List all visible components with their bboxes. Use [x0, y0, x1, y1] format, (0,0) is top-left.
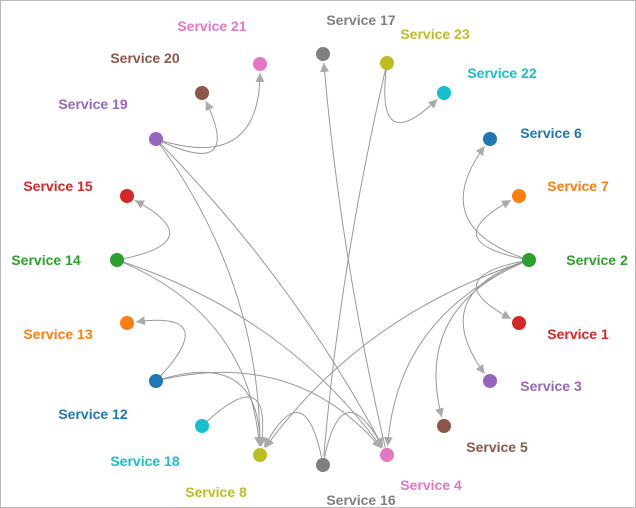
- edge-s2-s4: [383, 259, 530, 447]
- edge-s23-s16: [323, 62, 388, 457]
- node-label-s16: Service 16: [326, 492, 395, 507]
- node-s15[interactable]: [120, 189, 134, 203]
- edge-s2-s3: [462, 259, 530, 375]
- node-label-s4: Service 4: [400, 477, 462, 493]
- node-label-s14: Service 14: [11, 252, 80, 268]
- node-label-s13: Service 13: [23, 326, 92, 342]
- edge-s19-s4: [155, 138, 384, 448]
- node-s14[interactable]: [110, 253, 124, 267]
- edge-s2-s1: [475, 259, 530, 320]
- node-label-s2: Service 2: [566, 252, 628, 268]
- node-s3[interactable]: [483, 374, 497, 388]
- node-label-s6: Service 6: [520, 125, 582, 141]
- edge-s16-s8: [263, 412, 324, 466]
- edge-s2-s6: [462, 145, 530, 261]
- node-s2[interactable]: [522, 253, 536, 267]
- edge-s19-s21: [155, 72, 265, 148]
- edge-s12-s8: [155, 371, 265, 447]
- node-s21[interactable]: [253, 57, 267, 71]
- node-label-s21: Service 21: [177, 18, 246, 34]
- node-s20[interactable]: [195, 86, 209, 100]
- node-label-s12: Service 12: [58, 406, 127, 422]
- edge-s2-s7: [475, 199, 530, 261]
- edge-s19-s8: [155, 138, 265, 447]
- node-s4[interactable]: [380, 448, 394, 462]
- node-label-s17: Service 17: [326, 12, 395, 28]
- node-label-s22: Service 22: [467, 65, 536, 81]
- edge-s12-s4: [155, 371, 382, 449]
- edge-s14-s8: [116, 259, 264, 447]
- edge-s4-s17: [320, 62, 388, 456]
- node-label-s23: Service 23: [400, 26, 469, 42]
- node-s8[interactable]: [253, 448, 267, 462]
- edge-s12-s13: [135, 316, 186, 382]
- node-s6[interactable]: [483, 132, 497, 146]
- edge-s2-s8: [264, 259, 530, 449]
- edge-s23-s22: [384, 62, 438, 124]
- edge-s14-s15: [116, 199, 171, 261]
- node-s22[interactable]: [437, 86, 451, 100]
- node-label-s1: Service 1: [547, 326, 609, 342]
- node-label-s5: Service 5: [466, 439, 528, 455]
- node-s7[interactable]: [512, 189, 526, 203]
- edge-s16-s4: [322, 412, 384, 466]
- node-s19[interactable]: [149, 132, 163, 146]
- node-s16[interactable]: [316, 458, 330, 472]
- edge-s14-s4: [116, 259, 383, 449]
- node-s13[interactable]: [120, 316, 134, 330]
- node-label-s19: Service 19: [58, 96, 127, 112]
- node-s1[interactable]: [512, 316, 526, 330]
- node-label-s20: Service 20: [110, 50, 179, 66]
- node-s23[interactable]: [380, 56, 394, 70]
- node-label-s3: Service 3: [520, 378, 582, 394]
- node-s5[interactable]: [437, 419, 451, 433]
- node-label-s15: Service 15: [23, 178, 92, 194]
- node-label-s8: Service 8: [185, 484, 247, 500]
- node-s17[interactable]: [316, 47, 330, 61]
- node-label-s18: Service 18: [110, 453, 179, 469]
- node-s18[interactable]: [195, 419, 209, 433]
- edge-s18-s8: [201, 396, 267, 447]
- edge-s19-s20: [155, 100, 218, 154]
- node-label-s7: Service 7: [547, 178, 609, 194]
- node-s12[interactable]: [149, 374, 163, 388]
